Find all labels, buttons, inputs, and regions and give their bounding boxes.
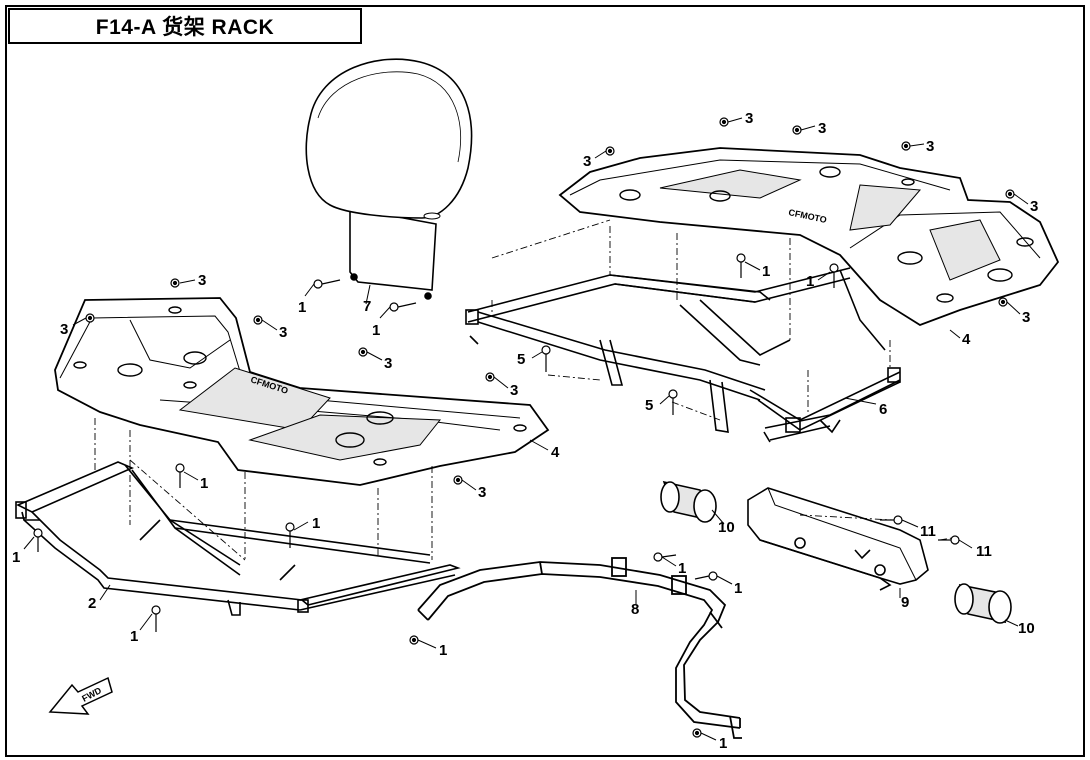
callout-3: 3 bbox=[198, 272, 206, 289]
nut-3 bbox=[605, 146, 615, 156]
callout-11: 11 bbox=[976, 543, 992, 560]
callout-3: 3 bbox=[279, 324, 287, 341]
nut-3 bbox=[170, 278, 180, 288]
callout-4: 4 bbox=[962, 331, 971, 348]
bolt-5 bbox=[541, 345, 551, 372]
nut-3 bbox=[453, 475, 463, 485]
leader-lines bbox=[23, 117, 1029, 741]
callout-1: 1 bbox=[200, 475, 208, 492]
callout-2: 2 bbox=[88, 595, 96, 612]
callout-6: 6 bbox=[879, 401, 887, 418]
page-title: F14-A 货架 RACK bbox=[95, 16, 275, 39]
callout-3: 3 bbox=[478, 484, 486, 501]
title-box: F14-A 货架 RACK bbox=[8, 8, 362, 44]
nut-3 bbox=[719, 117, 729, 127]
callout-11: 11 bbox=[920, 523, 936, 540]
bolt-5 bbox=[668, 389, 678, 415]
nut-3 bbox=[792, 125, 802, 135]
callout-3: 3 bbox=[745, 110, 753, 127]
callout-3: 3 bbox=[583, 153, 591, 170]
callout-1: 1 bbox=[312, 515, 320, 532]
backrest bbox=[305, 58, 473, 300]
bolt-1 bbox=[694, 571, 718, 581]
bolt-1 bbox=[389, 302, 417, 312]
nut-3 bbox=[253, 315, 263, 325]
callout-1: 1 bbox=[298, 299, 306, 316]
callout-1: 1 bbox=[678, 560, 686, 577]
callout-3: 3 bbox=[384, 355, 392, 372]
callout-3: 3 bbox=[926, 138, 934, 155]
callout-3: 3 bbox=[1022, 309, 1030, 326]
spacer-upper bbox=[660, 480, 717, 523]
callout-1: 1 bbox=[806, 273, 814, 290]
callout-1: 1 bbox=[762, 263, 770, 280]
callout-8: 8 bbox=[631, 601, 639, 618]
callout-5: 5 bbox=[517, 351, 525, 368]
rear-frame bbox=[465, 267, 901, 443]
bolt-1 bbox=[653, 552, 677, 562]
nut-3 bbox=[1005, 189, 1015, 199]
nut-3 bbox=[901, 141, 911, 151]
callout-3: 3 bbox=[1030, 198, 1038, 215]
nut-3 bbox=[998, 297, 1008, 307]
callout-labels: 3 3 3 3 3 3 3 3 3 3 3 3 1 1 1 1 1 1 1 1 … bbox=[12, 110, 1038, 752]
bolt-1 bbox=[151, 605, 161, 632]
nut-3 bbox=[485, 372, 495, 382]
callout-1: 1 bbox=[130, 628, 138, 645]
nut-3 bbox=[85, 313, 95, 323]
callout-3: 3 bbox=[818, 120, 826, 137]
callout-9: 9 bbox=[901, 594, 909, 611]
callout-7: 7 bbox=[363, 298, 371, 315]
callout-10: 10 bbox=[718, 519, 735, 536]
assembly-lines bbox=[94, 219, 953, 561]
callout-3: 3 bbox=[60, 321, 68, 338]
rear-rack: CFMOTO bbox=[558, 147, 1060, 326]
spacer-lower bbox=[954, 583, 1012, 624]
callout-3: 3 bbox=[510, 382, 518, 399]
fwd-arrow: FWD bbox=[48, 676, 113, 715]
bolt-1 bbox=[829, 263, 839, 288]
grab-bar bbox=[417, 557, 742, 739]
front-rack: CFMOTO bbox=[54, 297, 550, 486]
bolt-1 bbox=[736, 253, 746, 278]
nut-3 bbox=[358, 347, 368, 357]
callout-1: 1 bbox=[734, 580, 742, 597]
diagram-border bbox=[5, 5, 1085, 757]
front-frame bbox=[15, 461, 461, 616]
bolt-1 bbox=[175, 463, 185, 488]
bolt-11 bbox=[880, 515, 903, 525]
callout-1: 1 bbox=[372, 322, 380, 339]
callout-1: 1 bbox=[12, 549, 20, 566]
callout-1: 1 bbox=[719, 735, 727, 752]
bolt-1 bbox=[313, 279, 341, 289]
callout-5: 5 bbox=[645, 397, 653, 414]
bolt-11 bbox=[938, 535, 960, 545]
fasteners bbox=[33, 117, 1015, 738]
bolt-1 bbox=[409, 635, 419, 645]
bolt-1 bbox=[285, 522, 295, 548]
bracket bbox=[747, 487, 929, 591]
callout-1: 1 bbox=[439, 642, 447, 659]
callout-10: 10 bbox=[1018, 620, 1035, 637]
bolt-1 bbox=[33, 528, 43, 552]
callout-4: 4 bbox=[551, 444, 560, 461]
bolt-1 bbox=[692, 728, 702, 738]
